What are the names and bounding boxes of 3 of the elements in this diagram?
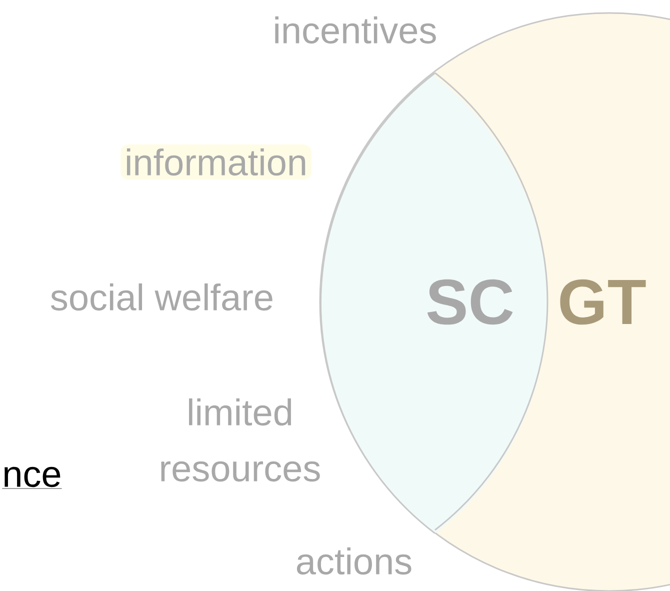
label-text: information xyxy=(120,144,312,180)
label-text: social welfare xyxy=(50,283,272,311)
underlined-text: nce xyxy=(2,466,62,489)
